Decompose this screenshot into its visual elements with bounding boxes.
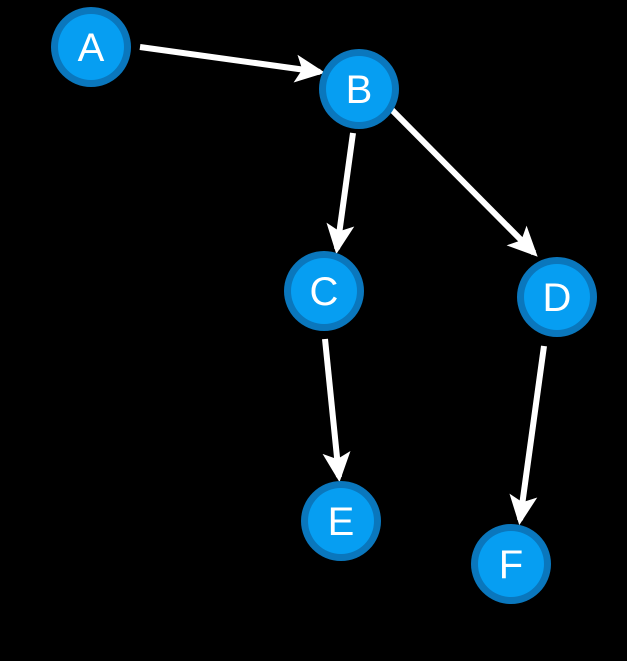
edge-a-to-b	[139, 44, 326, 83]
edge-line	[509, 345, 547, 526]
edge-b-to-d	[389, 107, 538, 257]
node-fill	[326, 56, 392, 122]
graph-node-e[interactable]: E	[301, 481, 381, 561]
graph-node-c[interactable]: C	[284, 251, 364, 331]
node-fill	[58, 14, 124, 80]
node-label: D	[543, 276, 572, 320]
edge-line	[326, 132, 356, 255]
node-fill	[478, 531, 544, 597]
graph-node-b[interactable]: B	[319, 49, 399, 129]
edge-b-to-c	[326, 132, 356, 255]
node-fill	[291, 258, 357, 324]
edge-line	[389, 107, 538, 257]
node-label: E	[328, 500, 355, 544]
node-fill	[308, 488, 374, 554]
graph-node-a[interactable]: A	[51, 7, 131, 87]
node-label: F	[499, 543, 523, 587]
edges-layer	[139, 44, 547, 526]
graph-node-d[interactable]: D	[517, 257, 597, 337]
node-label: B	[346, 68, 373, 112]
edge-d-to-f	[509, 345, 547, 526]
edge-c-to-e	[322, 338, 351, 483]
node-label: A	[78, 26, 105, 70]
node-fill	[524, 264, 590, 330]
nodes-layer: A B C D E F	[51, 7, 597, 604]
node-label: C	[310, 270, 339, 314]
edge-line	[322, 338, 351, 483]
edge-line	[139, 44, 326, 83]
graph-node-f[interactable]: F	[471, 524, 551, 604]
